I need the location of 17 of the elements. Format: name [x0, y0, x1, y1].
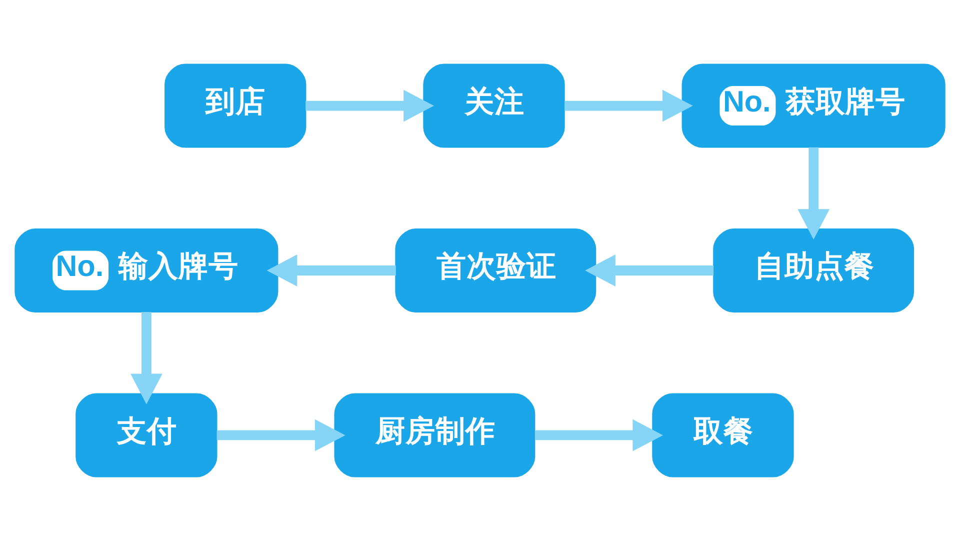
node-box: 取餐 — [652, 392, 794, 477]
node-box: No. 获取牌号 — [682, 63, 946, 148]
node-box: 厨房制作 — [334, 392, 536, 477]
arrow — [564, 89, 693, 122]
arrow — [130, 312, 162, 404]
node-box: 到店 — [164, 63, 306, 148]
node-box: 关注 — [423, 63, 565, 148]
node-box: No. 输入牌号 — [14, 228, 278, 312]
arrow — [585, 254, 714, 286]
arrow — [534, 418, 664, 451]
arrow — [216, 418, 346, 451]
arrow — [266, 254, 396, 286]
node-box: 自助点餐 — [713, 228, 914, 312]
arrow — [798, 146, 830, 239]
node-box: 首次验证 — [395, 228, 596, 312]
arrow — [306, 89, 434, 122]
node-box: 支付 — [76, 392, 218, 477]
